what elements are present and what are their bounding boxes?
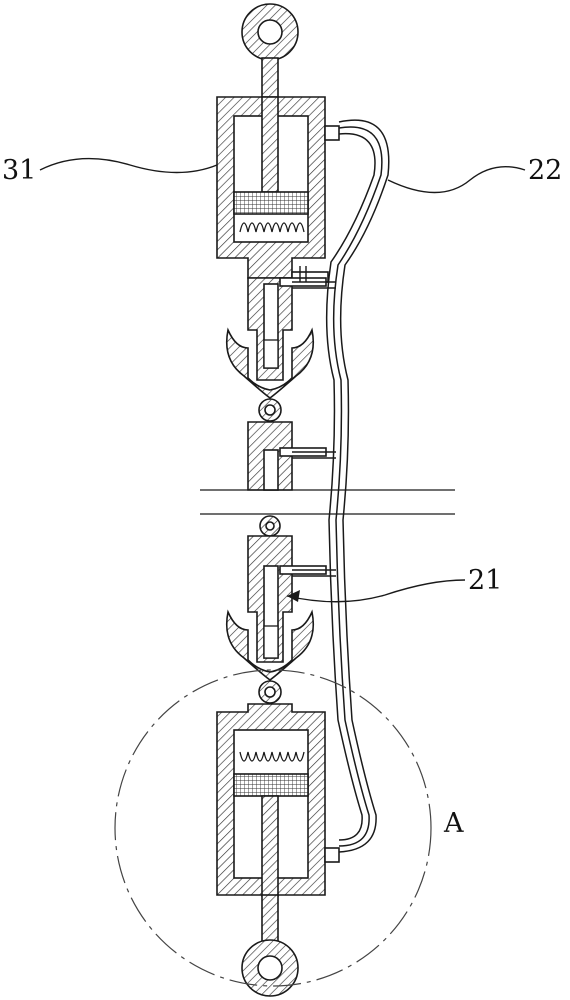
upper-link xyxy=(258,398,282,422)
bottom-cylinder xyxy=(216,703,340,897)
middle-segment-lower xyxy=(225,515,327,682)
detail-circle-a xyxy=(114,669,432,987)
middle-segment-upper xyxy=(247,421,327,491)
bottom-eye-ring xyxy=(241,894,299,997)
arrow-21 xyxy=(287,590,300,602)
top-eye-ring xyxy=(241,3,299,119)
label-22: 22 xyxy=(528,155,563,186)
label-a: A xyxy=(444,808,464,839)
upper-hook-segment xyxy=(225,277,327,400)
break-lines xyxy=(200,489,455,515)
flex-tube xyxy=(325,119,390,853)
leader-lines xyxy=(39,157,526,603)
label-21: 21 xyxy=(468,565,503,596)
top-outlet-stub xyxy=(324,125,340,141)
label-31: 31 xyxy=(2,155,37,186)
top-cylinder xyxy=(216,96,329,283)
branch-pipes xyxy=(292,266,336,577)
lower-link xyxy=(258,680,282,704)
